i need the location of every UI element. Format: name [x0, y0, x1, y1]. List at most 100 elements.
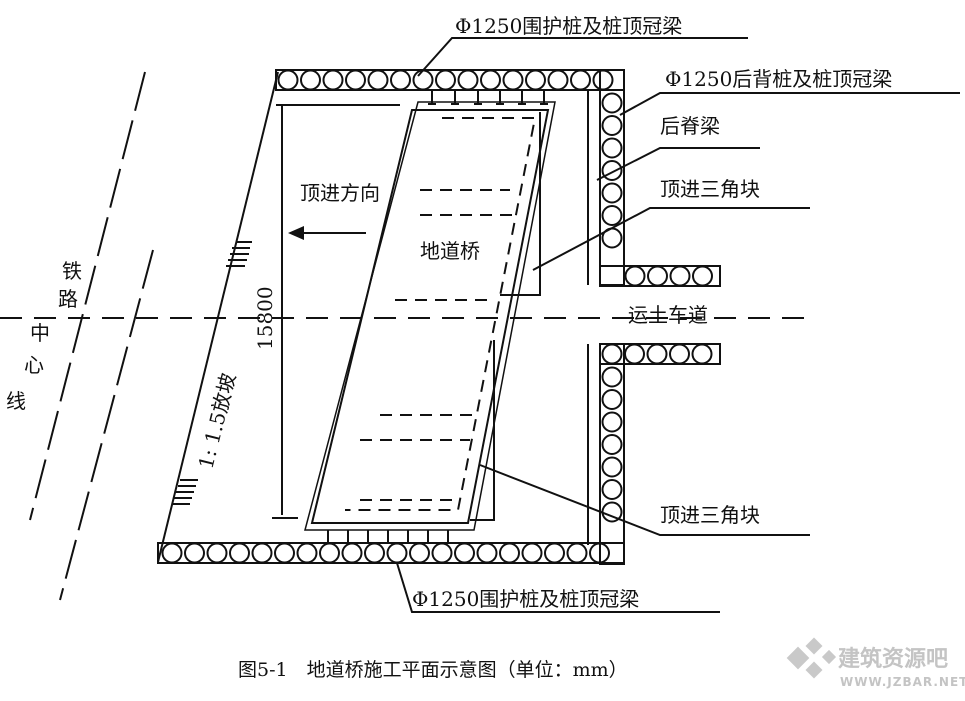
pile-circle — [601, 411, 623, 433]
svg-text:路: 路 — [58, 287, 78, 311]
pile-circle — [184, 542, 205, 564]
slope-hatch-upper — [226, 241, 252, 267]
pile-circle — [601, 434, 623, 455]
pile-circle — [274, 542, 295, 564]
pile-circle — [601, 92, 623, 114]
pile-circle — [669, 265, 691, 287]
pile-circle — [296, 542, 318, 564]
svg-text:中: 中 — [30, 321, 50, 345]
pile-circle — [367, 69, 389, 91]
pile-circle — [161, 542, 183, 564]
pile-circle — [566, 542, 588, 564]
svg-text:心: 心 — [24, 353, 44, 377]
pile-circle — [601, 479, 623, 500]
pile-circle — [412, 69, 434, 91]
pile-circle — [229, 542, 250, 564]
top-pile-label: Φ1250围护桩及桩顶冠梁 — [455, 14, 682, 38]
pile-circle — [502, 69, 524, 91]
leader-top-pile — [417, 37, 748, 77]
pile-circle — [547, 69, 569, 91]
pile-circle — [601, 366, 623, 388]
bridge-body — [310, 109, 550, 524]
tri-block-lower-label: 顶进三角块 — [660, 503, 760, 527]
pile-circle — [457, 69, 479, 91]
bottom-pile-beam — [157, 542, 625, 564]
rail-centerline-label: 铁 路 中 心 线 — [6, 259, 82, 413]
bridge-sections — [345, 117, 537, 511]
pile-circle — [544, 542, 565, 564]
pile-circle — [691, 343, 713, 365]
pile-circle — [646, 343, 668, 365]
tri-block-upper-shape — [500, 112, 541, 296]
road-wall-upper — [599, 265, 721, 287]
pile-circle — [601, 137, 623, 159]
pile-circle — [454, 542, 475, 564]
pile-circle — [431, 542, 453, 564]
pile-circle — [669, 343, 690, 365]
bridge-body-inner — [304, 101, 556, 531]
leader-lines — [396, 37, 960, 613]
tri-block-lower-shape — [470, 340, 495, 521]
leader-bottom-pile — [396, 562, 720, 613]
pile-circle — [435, 69, 456, 91]
svg-text:线: 线 — [6, 389, 26, 413]
pile-circle — [601, 160, 623, 181]
leader-tri-upper — [532, 207, 810, 271]
dimension-label: 15800 — [253, 286, 277, 350]
push-arrow-head — [288, 226, 304, 240]
pile-circle — [364, 542, 385, 564]
svg-text:铁: 铁 — [62, 259, 82, 283]
pile-circle — [570, 69, 591, 91]
pile-circle — [624, 265, 646, 287]
pile-circle — [319, 542, 340, 564]
pile-circle — [409, 542, 430, 564]
leader-back-beam — [596, 147, 760, 181]
watermark-logo: 建筑资源吧 WWW.JZBAR.NET — [786, 637, 965, 689]
pile-circle — [322, 69, 344, 91]
pile-circle — [624, 343, 645, 365]
pile-circle — [592, 69, 614, 91]
pile-circle — [521, 542, 543, 564]
pile-circle — [601, 115, 623, 136]
pile-circle — [345, 69, 366, 91]
top-pile-circles — [277, 69, 614, 91]
push-direction-label: 顶进方向 — [300, 181, 380, 205]
rail-centerline-left — [29, 71, 146, 521]
pile-circle — [480, 69, 501, 91]
back-pile-label: Φ1250后背桩及桩顶冠梁 — [665, 67, 892, 91]
pile-circle — [601, 182, 623, 204]
bottom-pile-label: Φ1250围护桩及桩顶冠梁 — [412, 587, 639, 611]
pile-circle — [589, 542, 610, 564]
pit-slope-line — [157, 71, 279, 563]
pile-circle — [647, 265, 668, 287]
watermark-url: WWW.JZBAR.NET — [840, 675, 965, 689]
diamond-logo-icon — [786, 637, 837, 679]
back-pile-circles-lower — [601, 366, 623, 523]
leader-back-pile — [619, 92, 960, 116]
figure-caption: 图5-1 地道桥施工平面示意图（单位：mm） — [238, 659, 628, 681]
rail-centerline-right — [59, 249, 154, 601]
pile-circle — [601, 343, 623, 365]
pile-circle — [206, 542, 228, 564]
pile-circle — [300, 69, 321, 91]
pile-circle — [499, 542, 520, 564]
bridge-label: 地道桥 — [420, 239, 480, 263]
pile-circle — [251, 542, 273, 564]
pile-circle — [692, 265, 713, 287]
watermark-brand: 建筑资源吧 — [838, 646, 948, 672]
road-pile-circles-upper — [624, 265, 713, 287]
slope-hatch-lower — [172, 479, 198, 505]
pile-circle — [390, 69, 411, 91]
bottom-pile-circles — [161, 542, 610, 564]
earth-road-label: 运土车道 — [628, 303, 708, 327]
pile-circle — [277, 69, 299, 91]
pile-circle — [601, 389, 623, 410]
pile-circle — [525, 69, 546, 91]
pile-circle — [386, 542, 408, 564]
tri-block-upper-label: 顶进三角块 — [660, 177, 760, 201]
back-beam-label: 后脊梁 — [660, 114, 720, 138]
pile-circle — [341, 542, 363, 564]
road-pile-circles-lower — [601, 343, 713, 365]
